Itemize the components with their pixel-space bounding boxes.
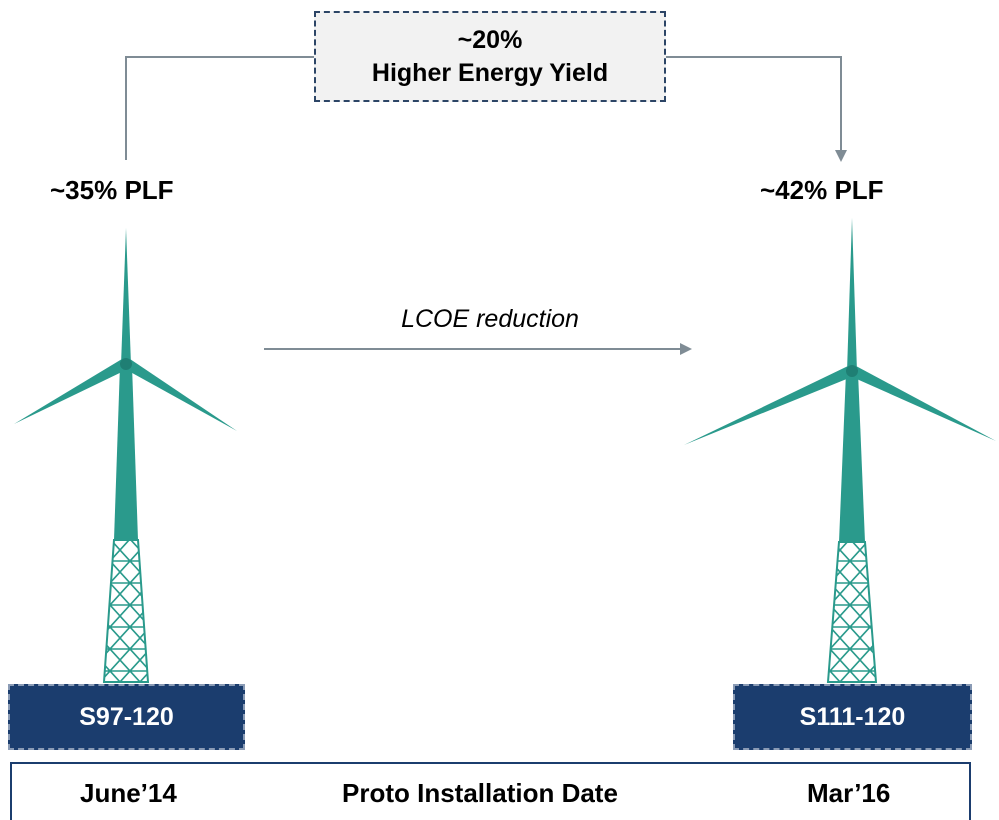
timeline-title: Proto Installation Date [342,778,618,808]
turbine-right-tower [839,372,865,542]
lcoe-reduction-label: LCOE reduction [401,305,579,333]
yield-connector-right [666,56,847,162]
turbine-left-blade-right [125,359,237,431]
yield-connector-left [125,56,314,160]
installation-date-bar: June’14 Proto Installation Date Mar’16 [10,762,971,820]
energy-yield-callout: ~20% Higher Energy Yield [314,11,666,102]
model-badge-left: S97-120 [8,684,245,750]
turbine-left-hub [120,358,132,370]
turbine-right-blade-left [684,366,854,445]
turbine-left-tower [114,365,138,540]
turbine-right-blade-right [850,366,996,441]
model-badge-right: S111-120 [733,684,972,750]
turbine-left-blade-up [121,228,131,365]
turbine-right-blade-up [847,218,857,372]
turbine-left-graphic [14,228,237,683]
plf-right-label: ~42% PLF [760,175,884,205]
callout-percent: ~20% [457,25,523,54]
plf-left-label: ~35% PLF [50,175,174,205]
date-left-label: June’14 [80,778,177,808]
turbine-left-lattice [102,539,150,683]
callout-label: Higher Energy Yield [371,58,609,87]
date-right-label: Mar’16 [807,778,891,808]
model-left-label: S97-120 [79,702,174,731]
turbine-left-blade-left [14,359,128,424]
turbine-right-lattice [826,541,878,683]
turbine-right-hub [846,365,858,377]
model-right-label: S111-120 [799,702,906,731]
turbine-right-graphic [684,218,996,683]
